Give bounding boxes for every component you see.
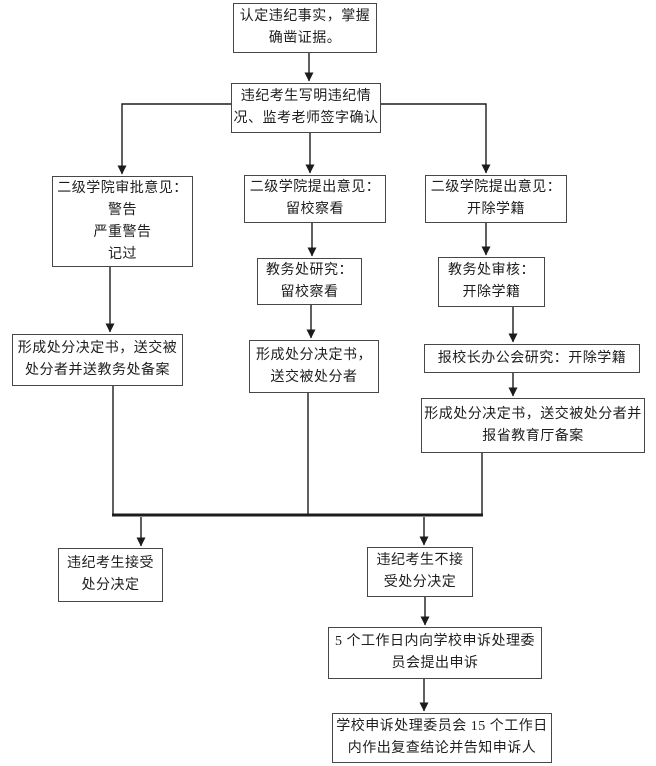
node-reject-decision: 违纪考生不接 受处分决定 — [367, 547, 473, 597]
node-president-meeting-line1: 报校长办公会研究：开除学籍 — [437, 350, 627, 366]
node-decision-left-line1: 形成处分决定书，送交被 — [17, 341, 178, 356]
node-college-approval-line4: 记过 — [108, 246, 137, 262]
node-college-approval-line3: 严重警告 — [93, 224, 152, 240]
node-jwc-research-line1: 教务处研究： — [266, 262, 353, 278]
node-student-statement-line1: 违纪考生写明违纪情 — [240, 89, 372, 104]
node-appeal-line1: 5 个工作日内向学校申诉处理委 — [335, 634, 535, 649]
node-reject-decision-line1: 违纪考生不接 — [376, 553, 464, 568]
node-president-meeting: 报校长办公会研究：开除学籍 — [424, 344, 640, 373]
node-jwc-review-line2: 开除学籍 — [462, 285, 521, 300]
node-jwc-review-line1: 教务处审核： — [448, 263, 535, 278]
node-decision-left: 形成处分决定书，送交被 处分者并送教务处备案 — [12, 334, 183, 386]
node-decision-right: 形成处分决定书，送交被处分者并 报省教育厅备案 — [421, 398, 645, 453]
node-accept-decision: 违纪考生接受 处分决定 — [58, 548, 163, 602]
node-college-probation-line1: 二级学院提出意见： — [249, 180, 381, 195]
node-review-result-line2: 内作出复查结论并告知申诉人 — [347, 741, 537, 756]
node-review-result: 学校申诉处理委员会 15 个工作日 内作出复查结论并告知申诉人 — [332, 713, 552, 763]
node-review-result-line1: 学校申诉处理委员会 15 个工作日 — [336, 719, 548, 734]
node-decision-mid-line2: 送交被处分者 — [270, 369, 358, 385]
node-decision-mid: 形成处分决定书， 送交被处分者 — [249, 340, 379, 393]
node-decision-mid-line1: 形成处分决定书， — [256, 347, 372, 363]
node-college-approval-line2: 警告 — [108, 202, 137, 218]
node-college-probation-line2: 留校察看 — [286, 202, 344, 217]
node-decision-right-line2: 报省教育厅备案 — [482, 428, 584, 444]
node-reject-decision-line2: 受处分决定 — [383, 575, 457, 590]
node-college-probation: 二级学院提出意见： 留校察看 — [244, 175, 386, 223]
node-identify-facts: 认定违纪事实，掌握 确凿证据。 — [233, 3, 377, 53]
node-appeal: 5 个工作日内向学校申诉处理委 员会提出申诉 — [328, 627, 542, 679]
node-decision-right-line1: 形成处分决定书，送交被处分者并 — [424, 406, 642, 422]
node-accept-decision-line2: 处分决定 — [81, 578, 140, 593]
node-college-expel-line1: 二级学院提出意见： — [430, 180, 562, 195]
node-college-expel-line2: 开除学籍 — [467, 202, 525, 217]
node-accept-decision-line1: 违纪考生接受 — [67, 556, 154, 571]
node-jwc-review: 教务处审核： 开除学籍 — [438, 257, 545, 307]
node-college-approval: 二级学院审批意见： 警告 严重警告 记过 — [52, 176, 193, 267]
node-student-statement-line2: 况、监考老师签字确认 — [233, 111, 379, 126]
node-student-statement: 违纪考生写明违纪情 况、监考老师签字确认 — [231, 83, 381, 133]
node-appeal-line2: 员会提出申诉 — [391, 656, 479, 671]
node-decision-left-line2: 处分者并送教务处备案 — [25, 363, 170, 378]
node-identify-facts-line1: 认定违纪事实，掌握 — [239, 9, 371, 24]
node-college-approval-line1: 二级学院审批意见： — [57, 180, 188, 196]
node-identify-facts-line2: 确凿证据。 — [268, 31, 342, 46]
node-college-expel: 二级学院提出意见： 开除学籍 — [425, 175, 567, 223]
node-jwc-research-line2: 留校察看 — [280, 284, 339, 300]
node-jwc-research: 教务处研究： 留校察看 — [257, 258, 362, 305]
